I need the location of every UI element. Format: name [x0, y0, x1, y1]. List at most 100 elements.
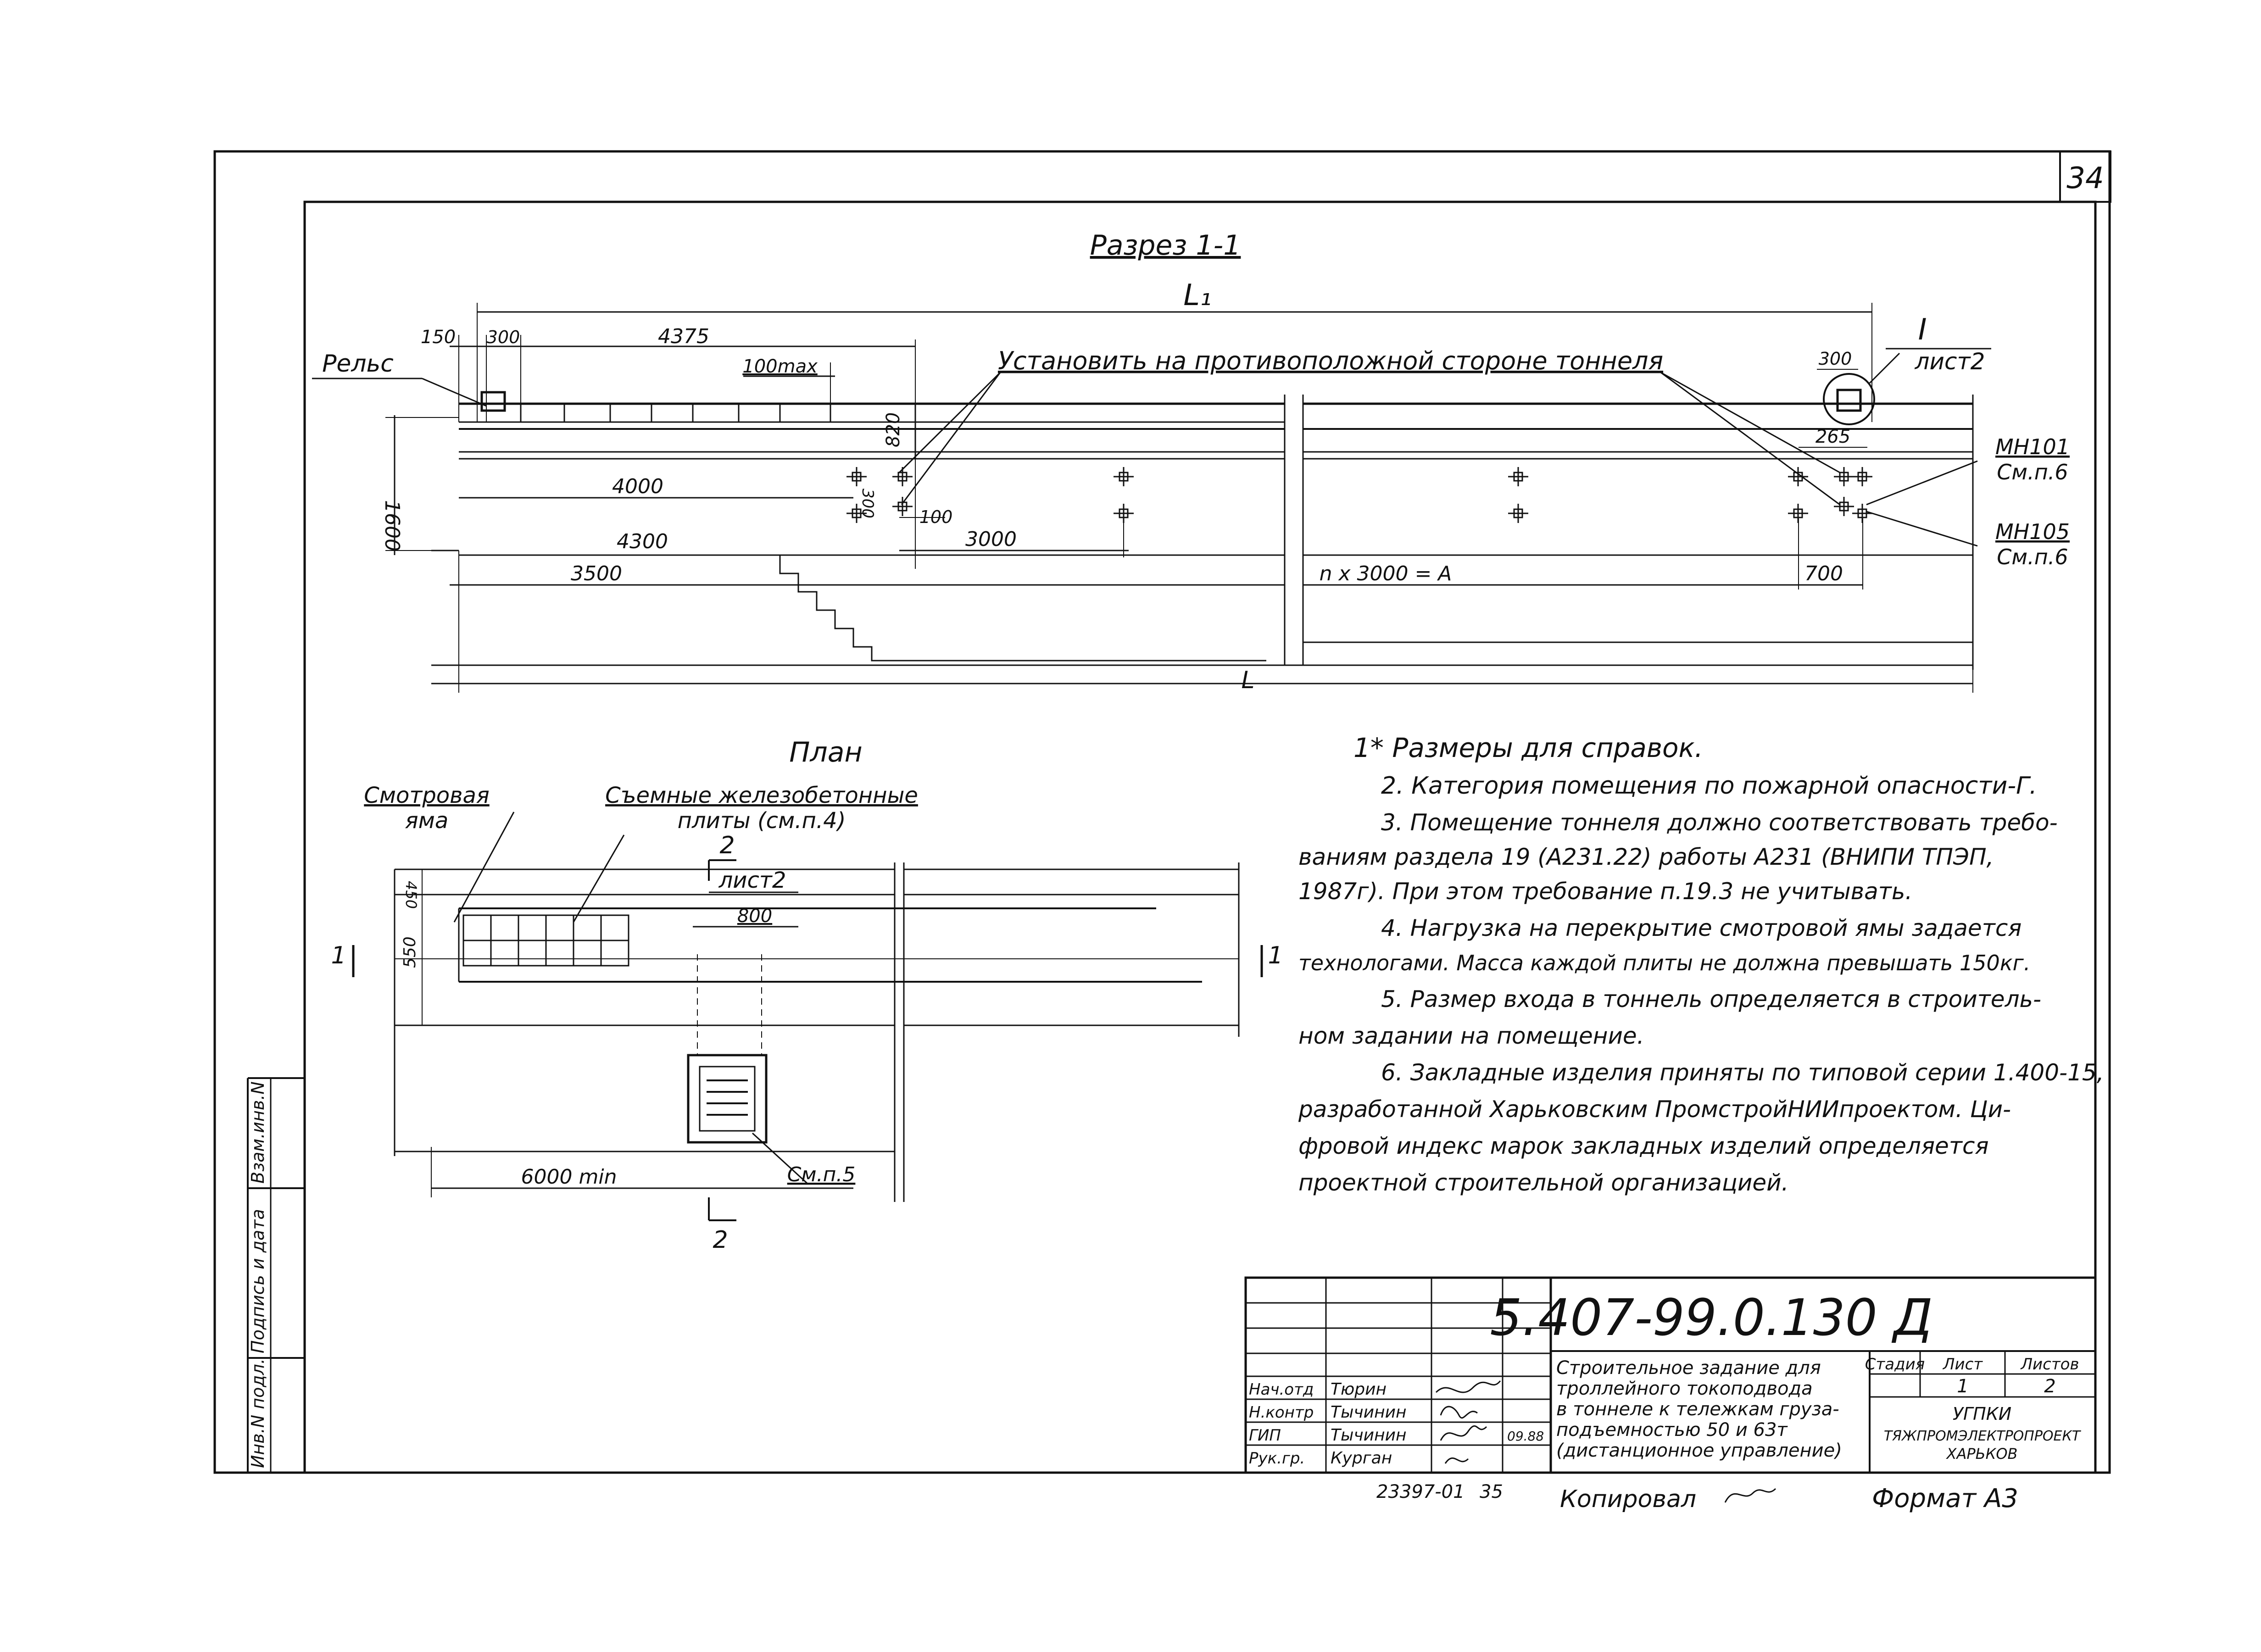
sheets-value: 2 [2044, 1376, 2055, 1397]
rail-label: Рельс [322, 350, 394, 378]
cut2-top-label: 2 [719, 832, 735, 859]
mark-mn101-ref: См.п.6 [1997, 460, 2068, 484]
detail-mark: I [1918, 313, 1927, 347]
stamp-title-line: в тоннеле к тележкам груза- [1556, 1399, 1839, 1420]
inner-frame [303, 200, 2097, 1474]
dim-3000: 3000 [965, 528, 1017, 551]
person-name: Тычинин [1331, 1403, 1407, 1422]
stamp-title-line: (дистанционное управление) [1556, 1440, 1842, 1461]
dim-4300: 4300 [617, 530, 668, 553]
role-label: ГИП [1249, 1426, 1281, 1445]
footer-page: 35 [1480, 1481, 1503, 1502]
footer-copied: Копировал [1560, 1485, 1696, 1513]
person-name: Курган [1331, 1449, 1392, 1468]
stamp-title-line: подъемностью 50 и 63т [1556, 1419, 1788, 1441]
title-block: 5.407-99.0.130 Д Строительное задание дл… [1244, 1276, 2097, 1474]
note-line: 1987г). При этом требование п.19.3 не уч… [1298, 878, 1912, 905]
note-line: ваниям раздела 19 (А231.22) работы А231 … [1298, 844, 1994, 870]
note-line: 1* Размеры для справок. [1353, 732, 1703, 763]
section-title: Разрез 1-1 [1090, 229, 1241, 261]
mark-mn101: МН101 [1995, 434, 2070, 459]
entrance-outer [687, 1054, 768, 1144]
entrance-inner [699, 1066, 756, 1132]
dim-6000-min: 6000 min [521, 1165, 617, 1189]
dim-4375: 4375 [658, 325, 709, 348]
embedded-parts [846, 467, 1872, 523]
copier-signature [1724, 1488, 1776, 1503]
dim-265: 265 [1815, 426, 1850, 447]
dim-100: 100 [919, 507, 953, 527]
note-line: проектной строительной организацией. [1298, 1169, 1789, 1196]
sheet-number: 34 [2066, 161, 2104, 195]
note-line: разработанной Харьковским ПромстройНИИпр… [1298, 1096, 2011, 1123]
org-2: ТЯЖПРОМЭЛЕКТРОПРОЕКТ [1884, 1428, 2082, 1444]
role-label: Н.контр [1249, 1403, 1314, 1422]
side-stamp-swap: Взам.инв.N [248, 1081, 268, 1184]
dim-300-right: 300 [1819, 349, 1852, 369]
col-sheet: Лист [1942, 1355, 1983, 1374]
signature [1440, 1425, 1487, 1441]
signature [1444, 1457, 1469, 1464]
dim-300-vertical: 300 [858, 489, 877, 518]
org-1: УГПКИ [1953, 1404, 2011, 1424]
person-name: Тюрин [1331, 1380, 1387, 1399]
footer: 23397-01 35 Копировал Формат А3 [1376, 1481, 2018, 1513]
mark-mn105: МН105 [1995, 519, 2070, 544]
plan-slabs [462, 914, 629, 967]
dim-550: 550 [401, 936, 419, 968]
dim-4000: 4000 [612, 475, 663, 498]
slabs-label-1: Съемные железобетонные [605, 783, 918, 808]
footer-number: 23397-01 [1376, 1481, 1465, 1502]
plan-view: План Смотровая яма Съемные железобетонны… [331, 736, 1283, 1254]
entrance-ladder [707, 1079, 748, 1116]
top-slabs [520, 404, 831, 422]
dim-820: 820 [883, 412, 904, 447]
side-stamp-sign: Подпись и дата [248, 1209, 268, 1353]
note-line: ном задании на помещение. [1298, 1023, 1644, 1049]
doc-code: 5.407-99.0.130 Д [1490, 1288, 1932, 1347]
detail-sheet: лист2 [1915, 348, 1985, 375]
cut1-left-label: 1 [331, 942, 346, 969]
pit-label-2: яма [405, 808, 449, 834]
cut1-right-label: 1 [1268, 942, 1283, 969]
side-stamp: Инв.N подл. Подпись и дата Взам.инв.N [247, 1077, 305, 1473]
dim-300-left: 300 [487, 327, 520, 347]
role-label: Нач.отд [1249, 1380, 1314, 1399]
see-p5: См.п.5 [787, 1163, 856, 1186]
side-stamp-inv: Инв.N подл. [248, 1358, 268, 1468]
dim-L1: L₁ [1183, 278, 1211, 312]
col-sheets: Листов [2020, 1355, 2079, 1374]
dim-800: 800 [737, 906, 772, 927]
callout-text: Установить на противоположной стороне то… [998, 346, 1663, 375]
notes-block: 1* Размеры для справок. 2. Категория пом… [1298, 732, 2104, 1196]
note-line: 3. Помещение тоннеля должно соответствов… [1381, 809, 2058, 836]
plan-title: План [789, 736, 862, 768]
note-line: 2. Категория помещения по пожарной опасн… [1381, 772, 2037, 800]
sheet-number-box [2059, 150, 2111, 203]
role-label: Рук.гр. [1249, 1449, 1305, 1468]
footer-format: Формат А3 [1872, 1484, 2018, 1513]
detail-circle [1823, 373, 1875, 425]
section-view: Разрез 1-1 L₁ 150 300 4375 100max Рельс … [312, 229, 2070, 694]
org-3: ХАРЬКОВ [1946, 1445, 2018, 1463]
dim-3500: 3500 [571, 562, 622, 585]
dim-450: 450 [402, 881, 420, 909]
stamp-date: 09.88 [1507, 1429, 1544, 1444]
dim-L: L [1242, 667, 1255, 694]
person-name: Тычинин [1331, 1426, 1407, 1445]
note-line: фровой индекс марок закладных изделий оп… [1298, 1133, 1989, 1159]
sheet-value: 1 [1957, 1376, 1968, 1397]
note-line: технологами. Масса каждой плиты не должн… [1298, 951, 2030, 975]
col-stage: Стадия [1865, 1355, 1925, 1374]
dim-1600: 1600 [380, 500, 404, 551]
rail-profile-left [480, 391, 506, 412]
stamp-title-line: троллейного токоподвода [1556, 1378, 1813, 1399]
note-line: 4. Нагрузка на перекрытие смотровой ямы … [1381, 915, 2022, 941]
slabs-label-2: плиты (см.п.4) [678, 808, 846, 834]
dim-700: 700 [1804, 562, 1843, 585]
note-line: 5. Размер входа в тоннель определяется в… [1381, 986, 2041, 1012]
cut2-top-sheet: лист2 [718, 868, 786, 893]
signature [1440, 1406, 1478, 1419]
note-line: 6. Закладные изделия приняты по типовой … [1381, 1059, 2104, 1086]
